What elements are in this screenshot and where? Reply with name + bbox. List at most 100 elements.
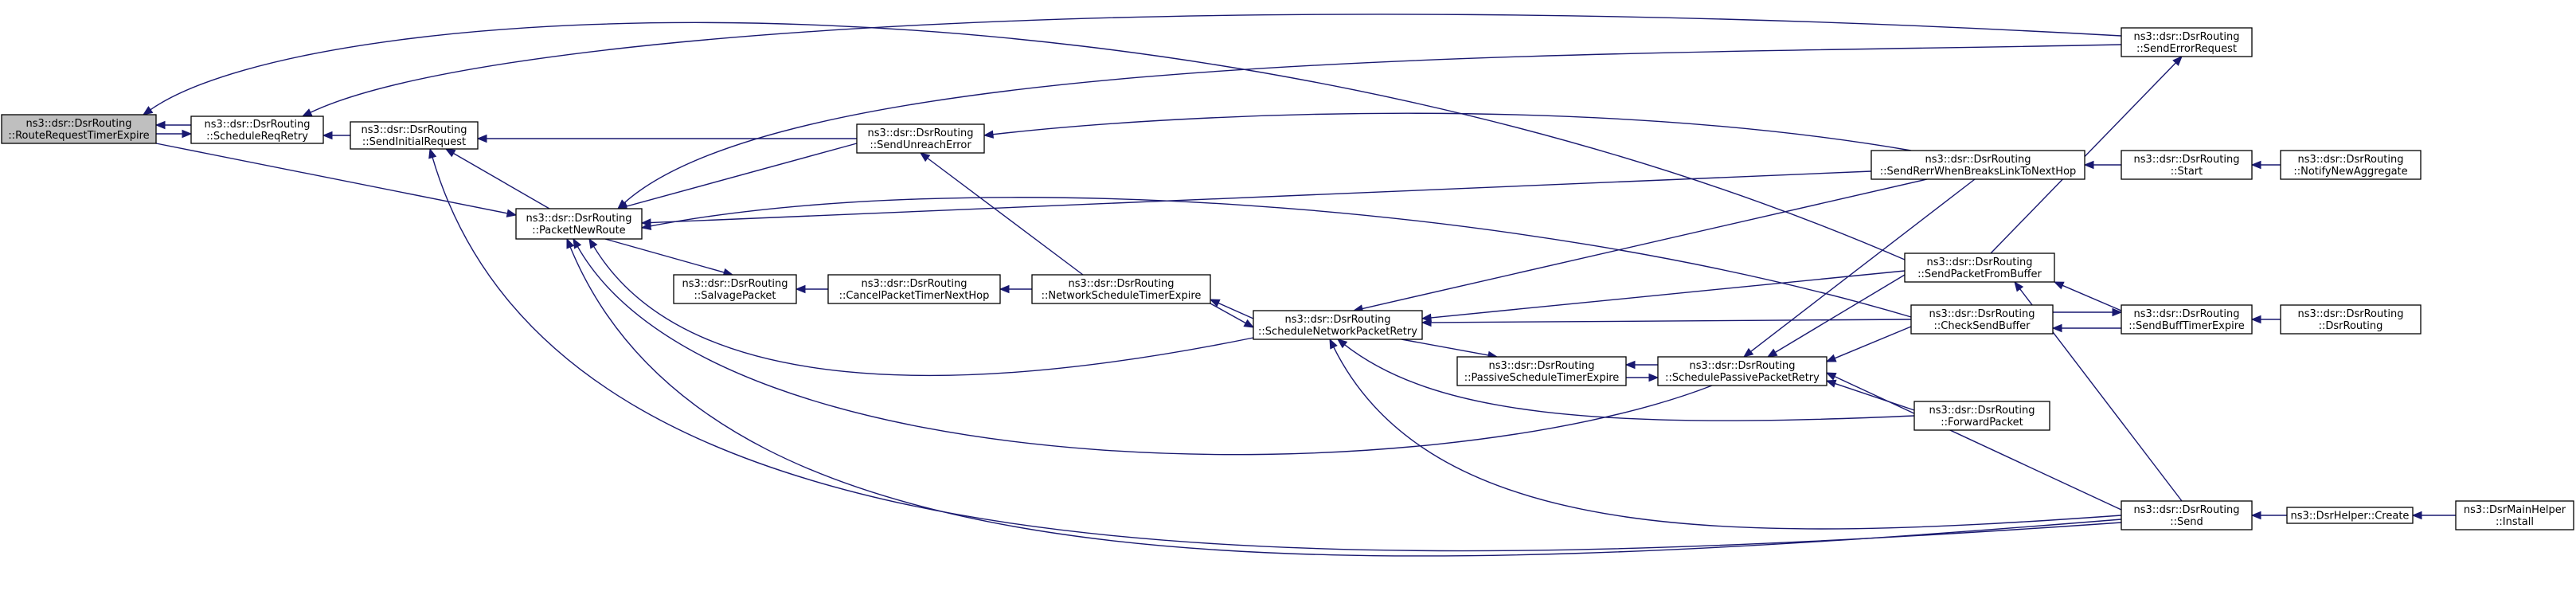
edge-rrte-to-pnr — [155, 143, 518, 217]
edge-srwbl-to-pnr — [640, 170, 1872, 227]
edge-nste-to-snpr — [1210, 303, 1255, 328]
node-label: ns3::dsr::DsrRouting — [1069, 278, 1175, 290]
node-label: ::SendErrorRequest — [2136, 43, 2237, 55]
node-rrte[interactable]: ns3::dsr::DsrRouting::RouteRequestTimerE… — [1, 114, 157, 144]
node-sbte[interactable]: ns3::dsr::DsrRouting::SendBuffTimerExpir… — [2121, 304, 2253, 335]
arrowhead — [617, 199, 628, 209]
edge-line — [625, 143, 858, 208]
arrowhead — [2083, 160, 2094, 170]
node-install[interactable]: ns3::DsrMainHelper::Install — [2455, 500, 2574, 530]
node-label: ns3::dsr::DsrRouting — [2298, 154, 2404, 166]
edge-line — [649, 170, 1872, 224]
node-box — [2280, 304, 2422, 335]
edge-hcreate-to-send — [2250, 511, 2287, 520]
node-sue[interactable]: ns3::dsr::DsrRouting::SendUnreachError — [856, 123, 985, 154]
node-label: ::Start — [2171, 166, 2203, 178]
node-salv[interactable]: ns3::dsr::DsrRouting::SalvagePacket — [673, 274, 797, 304]
edge-csb-to-sbte — [2053, 307, 2123, 317]
edge-nna-to-start — [2250, 160, 2281, 170]
arrowhead — [1329, 338, 1338, 350]
node-box — [1456, 356, 1627, 386]
edge-line — [592, 245, 1254, 377]
node-start[interactable]: ns3::dsr::DsrRouting::Start — [2121, 150, 2253, 180]
edge-sppr-to-pste — [1624, 360, 1658, 370]
node-ctor[interactable]: ns3::dsr::DsrRouting::DsrRouting — [2280, 304, 2422, 335]
arrowhead — [2250, 511, 2261, 520]
edge-line — [991, 112, 1912, 151]
node-label: ns3::DsrMainHelper — [2464, 504, 2566, 516]
node-label: ::SendBuffTimerExpire — [2128, 320, 2245, 332]
edge-send-to-sir — [428, 147, 2122, 552]
edge-line — [1217, 302, 1254, 319]
node-label: ns3::dsr::DsrRouting — [26, 118, 132, 130]
node-label: ns3::dsr::DsrRouting — [362, 124, 467, 136]
arrowhead — [444, 148, 456, 158]
edge-srwbl-to-sue — [983, 112, 1912, 151]
node-label: ns3::dsr::DsrRouting — [2134, 154, 2240, 166]
arrowhead — [506, 209, 518, 217]
edge-line — [1429, 270, 1906, 319]
edge-line — [604, 238, 725, 273]
arrowhead — [573, 237, 582, 249]
edge-sbte-to-csb — [2051, 323, 2121, 333]
edge-pnr-to-salv — [604, 238, 734, 276]
node-box — [673, 274, 797, 304]
node-sir[interactable]: ns3::dsr::DsrRouting::SendInitialRequest — [350, 121, 479, 150]
edge-pste-to-sppr — [1626, 373, 1659, 382]
edge-line — [649, 197, 1912, 318]
node-label: ::CancelPacketTimerNextHop — [839, 290, 990, 302]
node-send[interactable]: ns3::dsr::DsrRouting::Send — [2121, 500, 2253, 530]
node-srr[interactable]: ns3::dsr::DsrRouting::ScheduleReqRetry — [190, 115, 324, 144]
node-box — [856, 123, 985, 154]
edge-line — [1361, 178, 1928, 310]
node-snpr[interactable]: ns3::dsr::DsrRouting::ScheduleNetworkPac… — [1253, 310, 1423, 340]
node-pste[interactable]: ns3::dsr::DsrRouting::PassiveScheduleTim… — [1456, 356, 1627, 386]
node-nste[interactable]: ns3::dsr::DsrRouting::NetworkScheduleTim… — [1031, 274, 1211, 304]
edge-line — [432, 156, 2122, 552]
node-label: ::SendUnreachError — [870, 139, 971, 151]
arrowhead — [1243, 319, 1255, 328]
edge-pnr-to-sir — [444, 148, 550, 209]
node-label: ns3::dsr::DsrRouting — [868, 127, 974, 139]
edge-fwd-to-snpr — [1336, 339, 1915, 421]
node-label: ns3::dsr::DsrRouting — [526, 213, 632, 225]
edge-line — [623, 44, 2122, 204]
node-label: ns3::dsr::DsrRouting — [1690, 360, 1796, 372]
node-sppr[interactable]: ns3::dsr::DsrRouting::SchedulePassivePac… — [1657, 356, 1827, 386]
node-cptnh[interactable]: ns3::dsr::DsrRouting::CancelPacketTimerN… — [827, 274, 1001, 304]
node-spfb[interactable]: ns3::dsr::DsrRouting::SendPacketFromBuff… — [1904, 252, 2055, 283]
node-box — [2121, 500, 2253, 530]
arrowhead — [2014, 280, 2024, 292]
node-fwd[interactable]: ns3::dsr::DsrRouting::ForwardPacket — [1913, 401, 2050, 431]
edge-send-to-snpr — [1329, 338, 2122, 530]
node-csb[interactable]: ns3::dsr::DsrRouting::CheckSendBuffer — [1910, 304, 2054, 335]
edge-line — [1749, 178, 1976, 353]
edge-nste-to-sue — [919, 152, 1084, 276]
arrowhead — [919, 152, 931, 162]
node-label: ns3::dsr::DsrRouting — [2298, 308, 2404, 320]
node-pnr[interactable]: ns3::dsr::DsrRouting::PacketNewRoute — [515, 208, 643, 240]
edge-line — [926, 157, 1084, 276]
node-label: ::SendRerrWhenBreaksLinkToNextHop — [1880, 166, 2077, 178]
node-label: ::Send — [2170, 516, 2203, 528]
node-nna[interactable]: ns3::dsr::DsrRouting::NotifyNewAggregate — [2280, 150, 2422, 180]
node-label: ::DsrRouting — [2319, 320, 2383, 332]
node-label: ns3::dsr::DsrRouting — [1929, 405, 2035, 417]
edge-srwbl-to-snpr — [1352, 178, 1928, 313]
node-srwbl[interactable]: ns3::dsr::DsrRouting::SendRerrWhenBreaks… — [1870, 150, 2085, 180]
edge-csb-to-snpr — [1421, 318, 1912, 327]
arrowhead — [2411, 511, 2422, 520]
node-ser[interactable]: ns3::dsr::DsrRouting::SendErrorRequest — [2121, 27, 2253, 57]
edge-line — [452, 152, 550, 209]
node-label: ns3::dsr::DsrRouting — [682, 278, 788, 290]
node-label: ns3::DsrHelper::Create — [2291, 511, 2410, 523]
arrowhead — [322, 131, 333, 140]
arrowhead — [2250, 315, 2261, 324]
node-label: ns3::dsr::DsrRouting — [2134, 31, 2240, 43]
edge-line — [2061, 284, 2122, 311]
node-hcreate[interactable]: ns3::DsrHelper::Create — [2286, 507, 2414, 524]
edge-sir-to-srr — [322, 131, 350, 140]
node-box — [1904, 252, 2055, 283]
edge-ser-to-srr — [301, 14, 2122, 117]
